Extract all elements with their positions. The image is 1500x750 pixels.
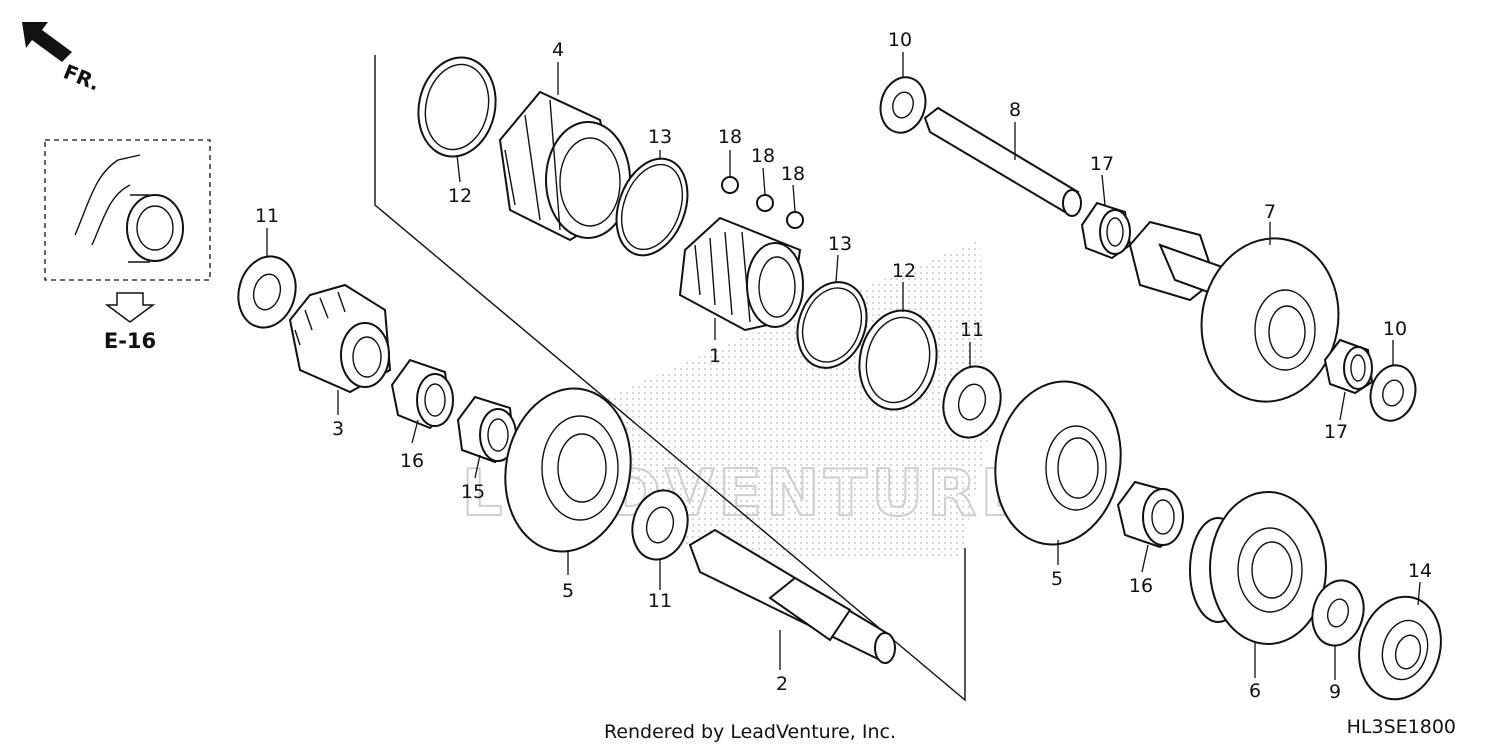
callout-1: 1 — [709, 345, 721, 367]
part-2-shaft — [688, 528, 896, 664]
callout-labels: 1 2 3 4 5 5 6 7 8 9 10 10 11 11 11 17 12… — [255, 29, 1432, 703]
part-9-washer — [1311, 579, 1365, 647]
assembly-outline — [374, 55, 966, 702]
part-3-gear — [288, 283, 392, 394]
callout-2: 2 — [776, 673, 788, 695]
callout-11: 11 — [960, 319, 984, 341]
reference-label: E-16 — [104, 329, 156, 353]
leader-lines — [266, 52, 1421, 680]
part-10-washer — [879, 76, 927, 134]
callout-13: 13 — [648, 126, 672, 148]
part-17-needle-bearing — [1080, 201, 1132, 260]
part-10-washer — [1369, 364, 1417, 422]
callout-17: 17 — [1324, 421, 1348, 443]
callout-13: 13 — [828, 233, 852, 255]
callout-7: 7 — [1264, 201, 1276, 223]
part-18-ball — [786, 211, 804, 229]
callout-12: 12 — [892, 260, 916, 282]
callout-15: 15 — [461, 481, 485, 503]
part-6-gear — [1189, 491, 1327, 645]
part-11-washer — [237, 255, 297, 329]
diagram-code: HL3SE1800 — [1347, 716, 1456, 738]
callout-4: 4 — [552, 39, 564, 61]
part-18-ball — [721, 176, 739, 194]
callout-17: 17 — [1090, 153, 1114, 175]
rendered-by-label: Rendered by LeadVenture, Inc. — [604, 721, 896, 743]
part-16-needle-bearing — [390, 358, 454, 430]
part-5-gear — [504, 387, 632, 553]
part-12-snap-ring — [858, 309, 938, 411]
callout-12: 12 — [448, 185, 472, 207]
part-11-washer — [942, 365, 1002, 439]
reference-arrow-icon — [104, 292, 156, 323]
callout-10: 10 — [1383, 318, 1407, 340]
part-13-ring — [796, 281, 868, 369]
part-15-needle-bearing — [456, 395, 517, 464]
part-12-snap-ring — [417, 56, 497, 158]
callout-14: 14 — [1408, 560, 1432, 582]
front-direction-indicator: FR. — [22, 22, 103, 96]
part-5-gear — [994, 380, 1122, 546]
part-17-needle-bearing — [1323, 338, 1374, 395]
callout-16: 16 — [400, 450, 424, 472]
part-18-ball — [756, 194, 774, 212]
part-1-needle-cage — [678, 216, 804, 332]
part-11-washer — [631, 489, 689, 561]
part-14-ball-bearing — [1358, 595, 1442, 701]
part-7-gear — [1128, 220, 1340, 403]
front-direction-label: FR. — [60, 59, 103, 95]
part-8-shaft — [923, 106, 1082, 217]
part-16-needle-bearing — [1116, 480, 1184, 549]
callout-5: 5 — [562, 580, 574, 602]
callout-18: 18 — [781, 163, 805, 185]
callout-3: 3 — [332, 418, 344, 440]
reference-inset: E-16 — [44, 139, 211, 353]
callout-16: 16 — [1129, 575, 1153, 597]
part-13-ring — [615, 157, 689, 257]
callout-5: 5 — [1051, 568, 1063, 590]
callout-11: 11 — [648, 590, 672, 612]
front-arrow-icon — [22, 22, 72, 62]
callout-6: 6 — [1249, 680, 1261, 702]
callout-18: 18 — [718, 126, 742, 148]
callout-11: 11 — [255, 205, 279, 227]
part-4-clutch-hub — [498, 90, 631, 242]
callout-9: 9 — [1329, 681, 1341, 703]
callout-10: 10 — [888, 29, 912, 51]
callout-8: 8 — [1009, 99, 1021, 121]
callout-18: 18 — [751, 145, 775, 167]
